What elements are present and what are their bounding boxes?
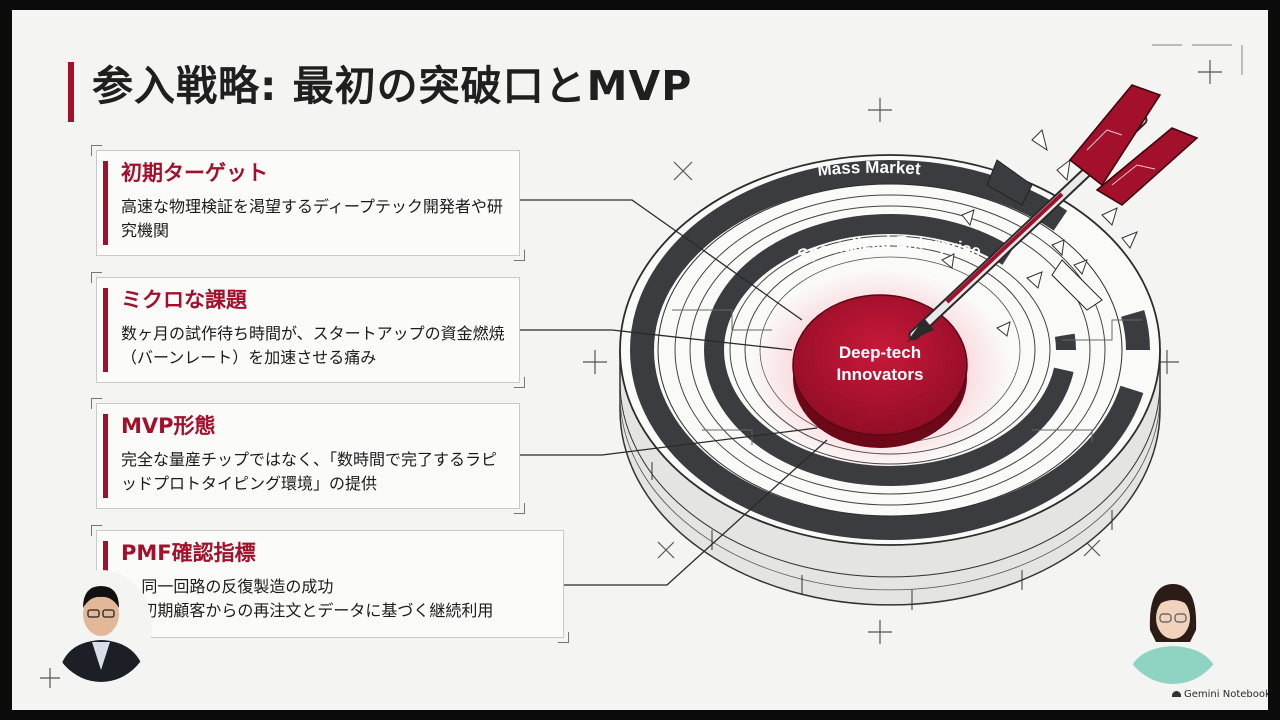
corner-mark [91, 272, 102, 283]
card-body: 完全な量産チップではなく、「数時間で完了するラピッドプロトタイピング環境」の提供 [121, 450, 498, 493]
corner-mark [91, 525, 102, 536]
shard-fragments [941, 129, 1138, 337]
card-title: 初期ターゲット [121, 161, 268, 185]
broken-ring-segment [1051, 259, 1103, 311]
bullseye-label-line1: Deep-tech [839, 343, 921, 362]
title-accent-bar [68, 62, 74, 122]
connector-lines [520, 199, 828, 586]
slide-title: 参入戦略: 最初の突破口とMVP [92, 62, 693, 110]
brand-label: Gemini Notebook [1184, 689, 1268, 700]
notebook-logo-icon [1172, 691, 1181, 697]
corner-mark [558, 632, 569, 643]
arrow-icon [907, 84, 1199, 342]
card-body: 高速な物理検証を渇望するディープテック開発者や研究機関 [121, 197, 503, 240]
broken-ring-segment [986, 159, 1033, 206]
card-title: PMF確認指標 [121, 541, 256, 565]
webcam-presenter-male[interactable] [50, 570, 152, 682]
webcam-presenter-female[interactable] [1120, 572, 1226, 684]
card-initial-target: 初期ターゲット 高速な物理検証を渇望するディープテック開発者や研究機関 [91, 145, 525, 261]
corner-mark [91, 145, 102, 156]
corner-mark [514, 377, 525, 388]
corner-mark [91, 398, 102, 409]
corner-mark [514, 250, 525, 261]
list-item: 2. 初期顧客からの再注文とデータに基づく継続利用 [121, 601, 494, 620]
slide: 参入戦略: 最初の突破口とMVP [12, 10, 1268, 710]
crosshair-marks [40, 44, 1243, 688]
list-item: 1. 同一回路の反復製造の成功 [121, 577, 334, 596]
card-body: 数ヶ月の試作待ち時間が、スタートアップの資金燃焼（バーンレート）を加速させる痛み [121, 324, 505, 367]
card-micro-problem: ミクロな課題 数ヶ月の試作待ち時間が、スタートアップの資金燃焼（バーンレート）を… [91, 272, 525, 388]
brand-watermark: Gemini Notebook [1172, 689, 1268, 700]
target-diagram: Mass Market Specialized Enterprise Deep-… [40, 44, 1243, 688]
ring-label-outer: Mass Market [817, 158, 922, 180]
card-title: MVP形態 [121, 414, 216, 438]
pmf-metric-list: 1. 同一回路の反復製造の成功 2. 初期顧客からの再注文とデータに基づく継続利… [121, 575, 561, 623]
corner-mark [514, 503, 525, 514]
bullseye-label-line2: Innovators [837, 365, 924, 384]
card-body: 1. 同一回路の反復製造の成功 2. 初期顧客からの再注文とデータに基づく継続利… [121, 575, 561, 623]
target-board [619, 154, 1161, 610]
card-title: ミクロな課題 [121, 288, 247, 312]
card-mvp-form: MVP形態 完全な量産チップではなく、「数時間で完了するラピッドプロトタイピング… [91, 398, 525, 514]
card-pmf-metrics: PMF確認指標 1. 同一回路の反復製造の成功 2. 初期顧客からの再注文とデー… [91, 525, 569, 643]
